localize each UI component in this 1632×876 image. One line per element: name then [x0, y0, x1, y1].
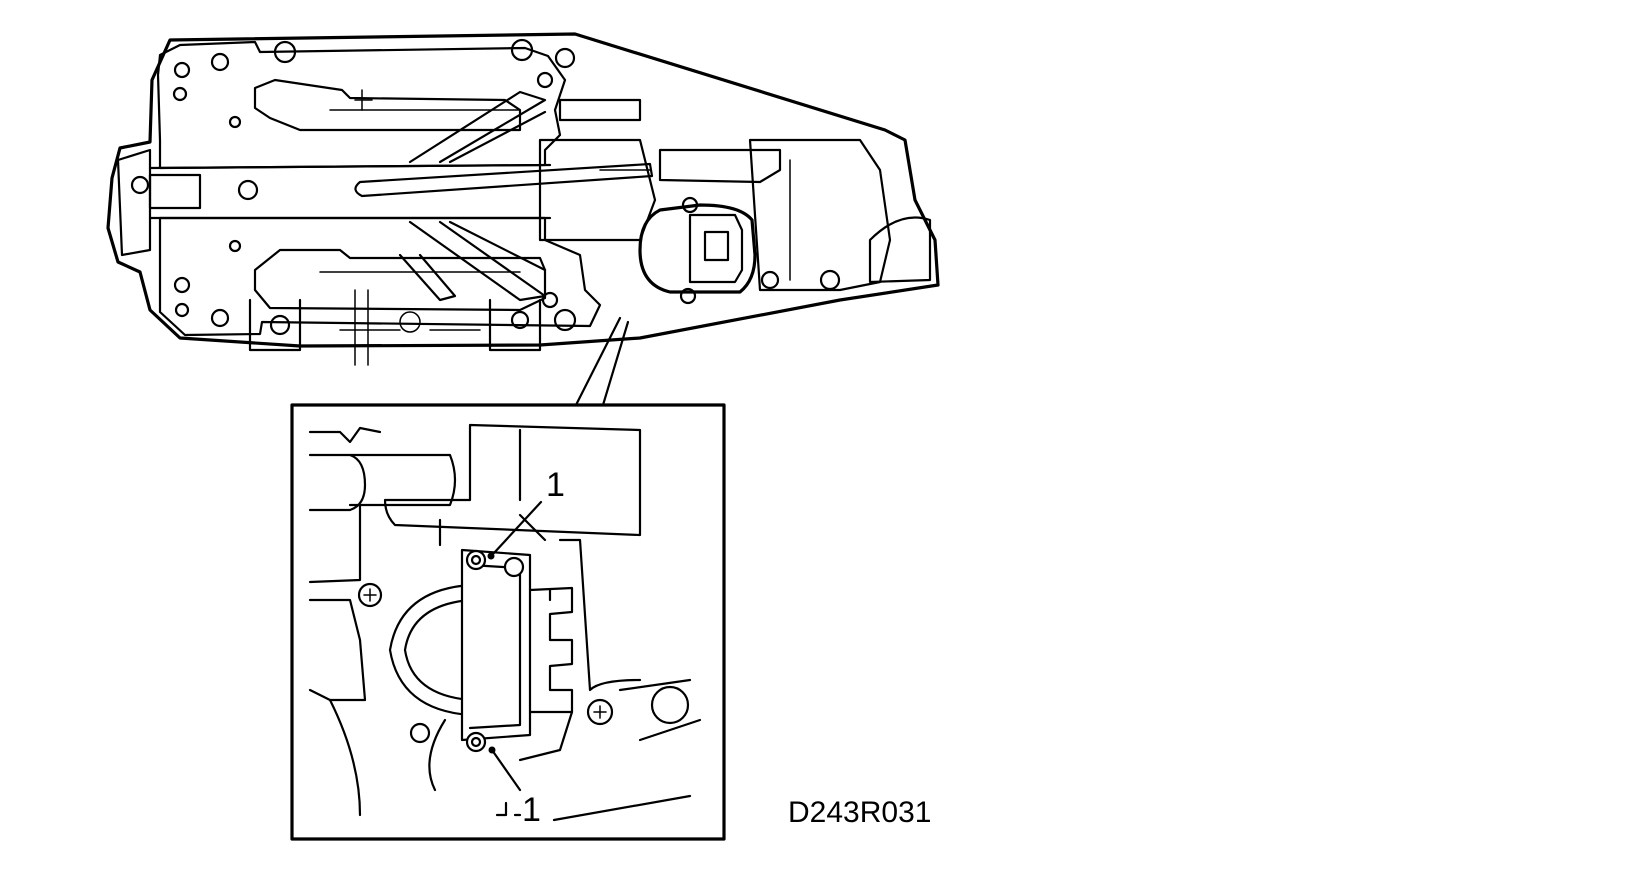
callout-label-lower: 1 — [522, 791, 541, 829]
leader-dot-upper — [487, 552, 495, 560]
main-assembly — [106, 32, 940, 366]
leader-line-lower — [490, 748, 522, 817]
figure-code: D243R031 — [788, 796, 931, 829]
detail-inset — [290, 403, 726, 841]
callout-pointer — [574, 316, 630, 407]
leader-dot-lower — [488, 746, 496, 754]
callout-label-upper: 1 — [546, 466, 565, 504]
leader-line-upper — [492, 500, 543, 555]
